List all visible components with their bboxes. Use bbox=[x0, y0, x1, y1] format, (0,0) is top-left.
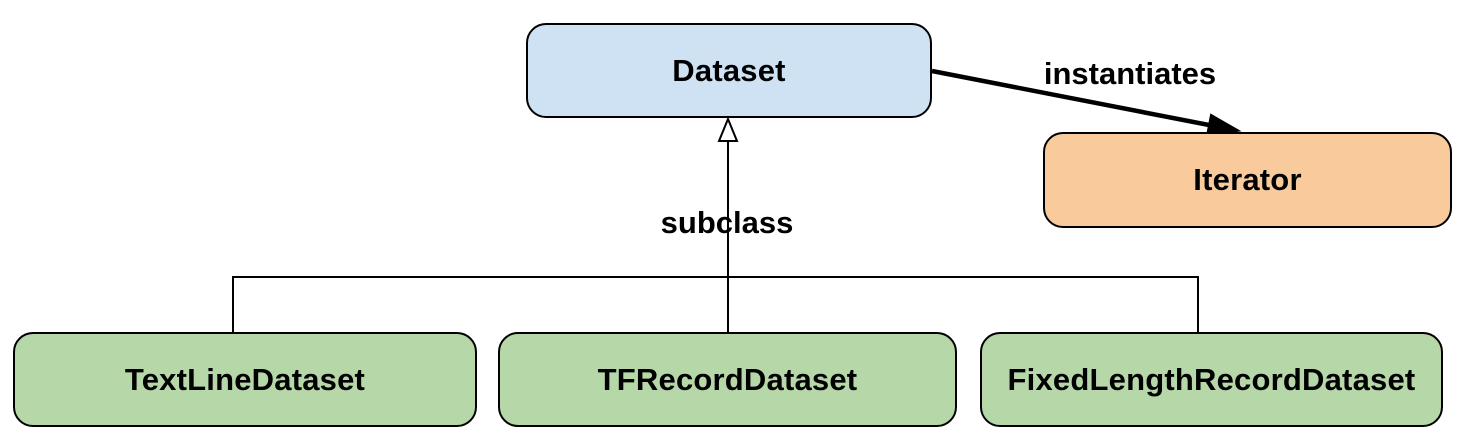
node-iterator: Iterator bbox=[1043, 132, 1452, 228]
node-fixedlength-record-dataset: FixedLengthRecordDataset bbox=[980, 332, 1443, 427]
sibling-elbow-connector bbox=[232, 276, 1199, 332]
edge-label-instantiates: instantiates bbox=[1043, 56, 1217, 91]
node-iterator-label: Iterator bbox=[1193, 162, 1302, 197]
node-dataset: Dataset bbox=[526, 23, 932, 118]
node-tfrecord-dataset-label: TFRecordDataset bbox=[597, 361, 858, 397]
node-textline-dataset-label: TextLineDataset bbox=[124, 361, 366, 397]
hollow-triangle-arrowhead-icon bbox=[717, 116, 739, 142]
node-dataset-label: Dataset bbox=[672, 52, 786, 88]
edge-label-subclass: subclass bbox=[660, 205, 794, 240]
node-fixedlength-record-dataset-label: FixedLengthRecordDataset bbox=[1007, 361, 1416, 397]
node-tfrecord-dataset: TFRecordDataset bbox=[498, 332, 957, 427]
node-textline-dataset: TextLineDataset bbox=[13, 332, 477, 427]
instantiates-arrow-line bbox=[931, 68, 1215, 129]
